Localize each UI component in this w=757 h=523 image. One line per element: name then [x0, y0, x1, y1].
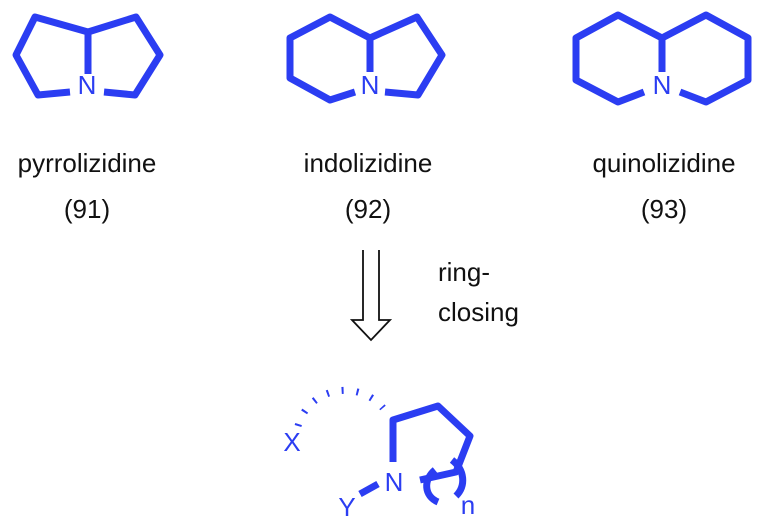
pyrrolizidine-name: pyrrolizidine	[18, 148, 157, 178]
pyrrolizidine-right-ring	[86, 13, 164, 99]
indolizidine-six-ring	[286, 13, 372, 104]
indolizidine-structure: N	[286, 13, 446, 104]
quinolizidine-number: (93)	[641, 194, 687, 224]
pyrrolizidine-nitrogen-label: N	[78, 70, 97, 100]
quinolizidine-nitrogen-label: N	[653, 70, 672, 100]
arrow-label-line2: closing	[438, 297, 519, 327]
pyrrolizidine-structure: N	[12, 13, 164, 100]
precursor-structure: N X Y n	[283, 386, 475, 522]
pyrrolizidine-number: (91)	[64, 194, 110, 224]
dotted-tether	[294, 386, 386, 428]
indolizidine-nitrogen-label: N	[361, 70, 380, 100]
arrow-label-line1: ring-	[438, 257, 490, 287]
pyrrolidine-ring	[389, 402, 474, 484]
indolizidine-name: indolizidine	[304, 148, 433, 178]
retrosynthetic-arrow	[349, 250, 393, 342]
quinolizidine-structure: N	[572, 11, 752, 106]
quinolizidine-right-ring	[660, 11, 752, 106]
left-bracket	[423, 467, 440, 506]
indolizidine-five-ring	[368, 13, 446, 99]
indolizidine-number: (92)	[345, 194, 391, 224]
n-subscript-label: n	[461, 490, 475, 520]
precursor-nitrogen-label: N	[385, 467, 404, 497]
quinolizidine-left-ring	[572, 11, 664, 106]
x-group-label: X	[283, 427, 300, 457]
quinolizidine-name: quinolizidine	[592, 148, 735, 178]
right-bracket	[449, 457, 467, 499]
pyrrolizidine-left-ring	[12, 13, 89, 99]
y-group-label: Y	[338, 492, 355, 522]
n-y-bond	[358, 480, 380, 498]
